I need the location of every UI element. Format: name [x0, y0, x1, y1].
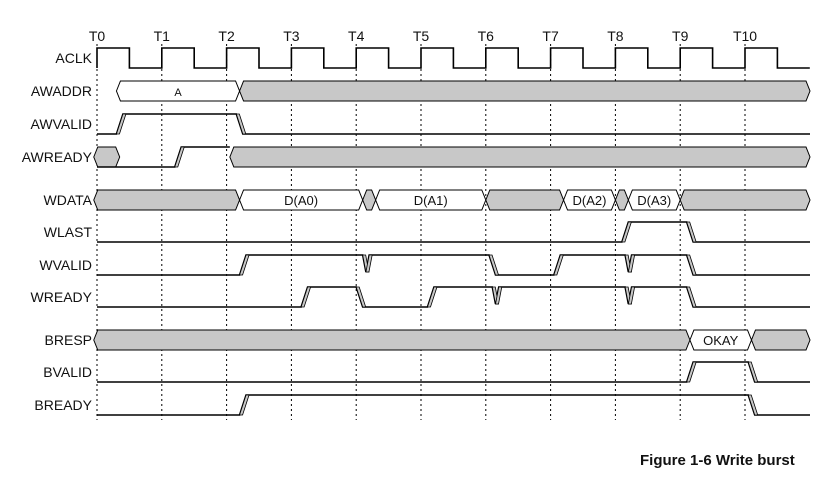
bus-value-label: A	[174, 87, 182, 99]
time-marker-label: T6	[478, 28, 495, 44]
waveform-wready	[97, 286, 810, 308]
bus-invalid-segment	[239, 80, 811, 102]
waveform-bready	[97, 394, 810, 416]
signal-waveforms: A D(A0) D(A1) D(A2) D(A3) OKAY	[93, 47, 811, 416]
signal-transition	[355, 286, 367, 308]
signal-transition	[747, 394, 759, 416]
time-marker-label: T4	[348, 28, 365, 44]
waveform-bvalid	[97, 361, 810, 383]
signal-name-aclk: ACLK	[55, 50, 92, 66]
signal-level-trace	[97, 286, 810, 308]
waveform-aclk	[96, 47, 810, 69]
signal-name-awready: AWREADY	[22, 149, 93, 165]
signal-transition	[488, 254, 500, 276]
signal-level-trace	[97, 221, 810, 243]
time-marker-label: T5	[413, 28, 430, 44]
bus-invalid-segment	[93, 329, 691, 351]
time-marker-labels: T0 T1 T2 T3 T4 T5 T6 T7 T8 T9 T10	[89, 28, 757, 44]
signal-level-trace	[97, 361, 810, 383]
time-marker-label: T8	[607, 28, 624, 44]
bus-value-label: D(A2)	[573, 193, 607, 208]
bus-value-label: D(A3)	[637, 193, 671, 208]
signal-transition	[300, 286, 312, 308]
waveform-awaddr: A	[115, 80, 811, 102]
signal-transition	[235, 113, 247, 135]
signal-transition	[686, 286, 697, 308]
time-marker-label: T7	[542, 28, 559, 44]
signal-level-trace	[97, 394, 810, 416]
bus-invalid-segment	[750, 329, 811, 351]
signal-transition	[495, 286, 503, 305]
signal-transition	[686, 361, 697, 383]
waveform-bresp: OKAY	[93, 329, 811, 351]
time-marker-label: T2	[218, 28, 235, 44]
bus-value-label: D(A0)	[284, 193, 318, 208]
signal-name-wdata: WDATA	[44, 192, 93, 208]
signal-name-bready: BREADY	[34, 397, 92, 413]
waveform-awvalid	[97, 113, 810, 135]
time-marker-label: T0	[89, 28, 106, 44]
waveform-wdata: D(A0) D(A1) D(A2) D(A3)	[93, 189, 811, 211]
signal-transition	[239, 254, 250, 276]
signal-transition	[365, 254, 373, 273]
bus-value-label: OKAY	[703, 333, 738, 348]
bus-invalid-segment	[614, 189, 629, 211]
signal-transition	[115, 113, 127, 135]
bus-invalid-segment	[93, 146, 121, 168]
signal-name-bresp: BRESP	[45, 332, 92, 348]
waveform-awready	[93, 146, 811, 168]
figure-caption: Figure 1-6 Write burst	[640, 452, 795, 469]
signal-level-trace	[97, 113, 810, 135]
bus-invalid-segment	[485, 189, 565, 211]
signal-name-awvalid: AWVALID	[31, 116, 92, 132]
signal-transition	[621, 221, 632, 243]
bus-invalid-segment	[679, 189, 811, 211]
bus-invalid-segment	[229, 146, 811, 168]
signal-labels: ACLK AWADDR AWVALID AWREADY WDATA WLAST WVALID…	[22, 50, 93, 413]
time-marker-label: T3	[283, 28, 300, 44]
bus-invalid-segment	[362, 189, 377, 211]
signal-name-awaddr: AWADDR	[31, 83, 92, 99]
waveform-wlast	[97, 221, 810, 243]
signal-name-wready: WREADY	[31, 289, 93, 305]
time-marker-label: T10	[733, 28, 757, 44]
signal-transition	[553, 254, 564, 276]
bus-invalid-segment	[93, 189, 241, 211]
signal-transition	[627, 254, 636, 273]
signal-name-wvalid: WVALID	[39, 257, 92, 273]
signal-transition	[747, 361, 759, 383]
signal-level-trace	[97, 254, 810, 276]
bus-value-label: D(A1)	[414, 193, 448, 208]
signal-name-bvalid: BVALID	[43, 364, 92, 380]
clock-trace	[96, 47, 810, 69]
signal-transition	[627, 286, 636, 305]
signal-transition	[239, 394, 250, 416]
signal-transition	[174, 146, 185, 168]
time-marker-label: T1	[154, 28, 171, 44]
signal-name-wlast: WLAST	[44, 224, 93, 240]
signal-transition	[686, 221, 697, 243]
signal-transition	[426, 286, 438, 308]
signal-transition	[686, 254, 697, 276]
time-marker-label: T9	[672, 28, 689, 44]
waveform-wvalid	[97, 254, 810, 276]
